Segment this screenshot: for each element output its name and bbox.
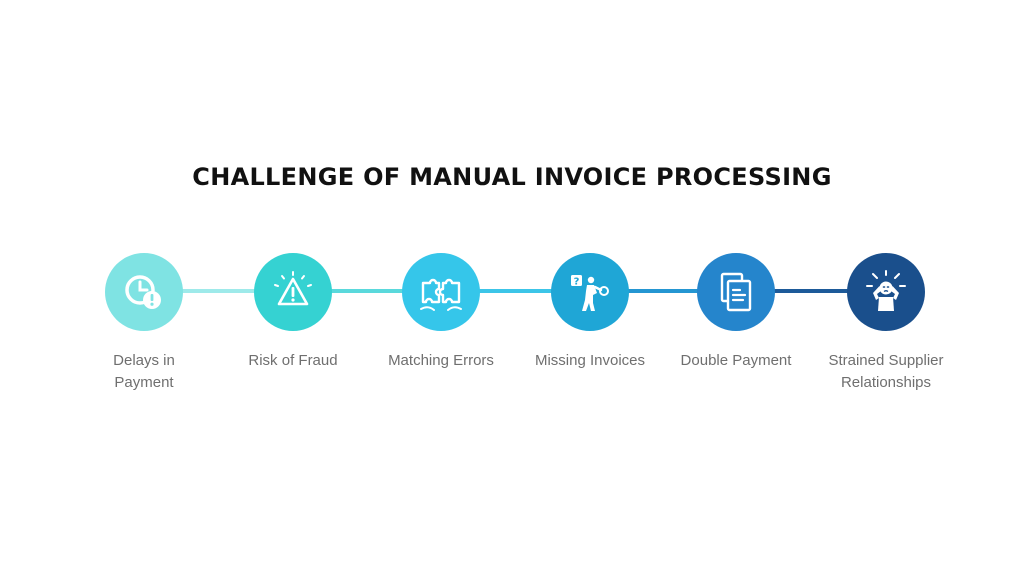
connector-5 bbox=[736, 289, 886, 293]
step-circle bbox=[847, 253, 925, 331]
person-searching-icon: ? bbox=[571, 275, 609, 311]
step-label: Missing Invoices bbox=[534, 352, 646, 369]
step-label: Delays in Payment bbox=[113, 352, 175, 391]
step-double-payment: Double Payment bbox=[661, 253, 811, 372]
stressed-person-icon bbox=[866, 270, 906, 311]
page-title: CHALLENGE OF MANUAL INVOICE PROCESSING bbox=[192, 163, 832, 191]
connector-4 bbox=[590, 289, 736, 293]
step-delays-in-payment: Delays in Payment bbox=[69, 253, 219, 394]
step-missing-invoices: ? Missing Invoices bbox=[515, 253, 665, 372]
connector-3 bbox=[441, 289, 590, 293]
step-label: Matching Errors bbox=[388, 352, 494, 369]
puzzle-icon bbox=[420, 278, 462, 311]
step-circle: ? bbox=[551, 253, 629, 331]
step-circle bbox=[105, 253, 183, 331]
step-circle bbox=[402, 253, 480, 331]
step-circle bbox=[254, 253, 332, 331]
step-label: Strained Supplier Relationships bbox=[828, 352, 944, 391]
svg-text:?: ? bbox=[574, 277, 580, 288]
step-matching-errors: Matching Errors bbox=[366, 253, 516, 372]
step-risk-of-fraud: Risk of Fraud bbox=[218, 253, 368, 372]
step-label: Double Payment bbox=[680, 352, 792, 369]
connector-1 bbox=[145, 289, 291, 293]
clock-alert-icon bbox=[125, 275, 161, 309]
documents-icon bbox=[720, 272, 752, 312]
warning-icon bbox=[274, 271, 312, 306]
step-strained-supplier-relationships: Strained Supplier Relationships bbox=[811, 253, 961, 394]
step-circle bbox=[697, 253, 775, 331]
connector-2 bbox=[293, 289, 441, 293]
step-label: Risk of Fraud bbox=[248, 352, 338, 369]
